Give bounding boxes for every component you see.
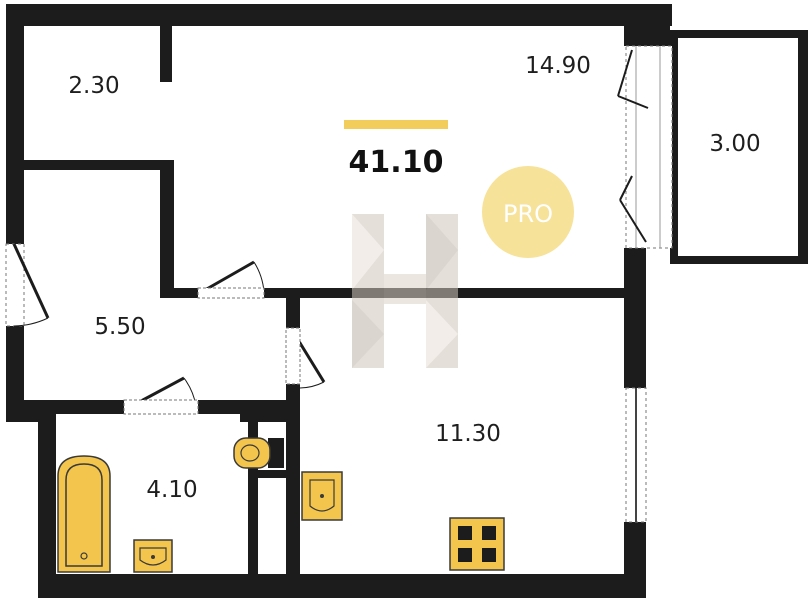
room-area-hall: 2.30: [68, 73, 119, 99]
room-area-corridor: 5.50: [94, 314, 145, 340]
stove-icon: [449, 517, 505, 571]
toilet-icon: [233, 437, 284, 469]
room-area-bedroom: 11.30: [435, 421, 501, 447]
sink-icon: [133, 539, 173, 573]
pro-badge: PRO: [482, 166, 574, 258]
sink-icon: [301, 471, 343, 521]
total-area: 41.10: [349, 145, 444, 180]
bathtub-icon: [57, 455, 111, 573]
room-area-balcony: 3.00: [709, 131, 760, 157]
windows: [5, 45, 673, 523]
doors: [12, 49, 649, 415]
total-area-underline: [344, 120, 448, 129]
room-area-bathroom: 4.10: [146, 477, 197, 503]
pro-badge-label: PRO: [503, 200, 553, 228]
room-area-living: 14.90: [525, 53, 591, 79]
logo-watermark-icon: [352, 214, 458, 368]
